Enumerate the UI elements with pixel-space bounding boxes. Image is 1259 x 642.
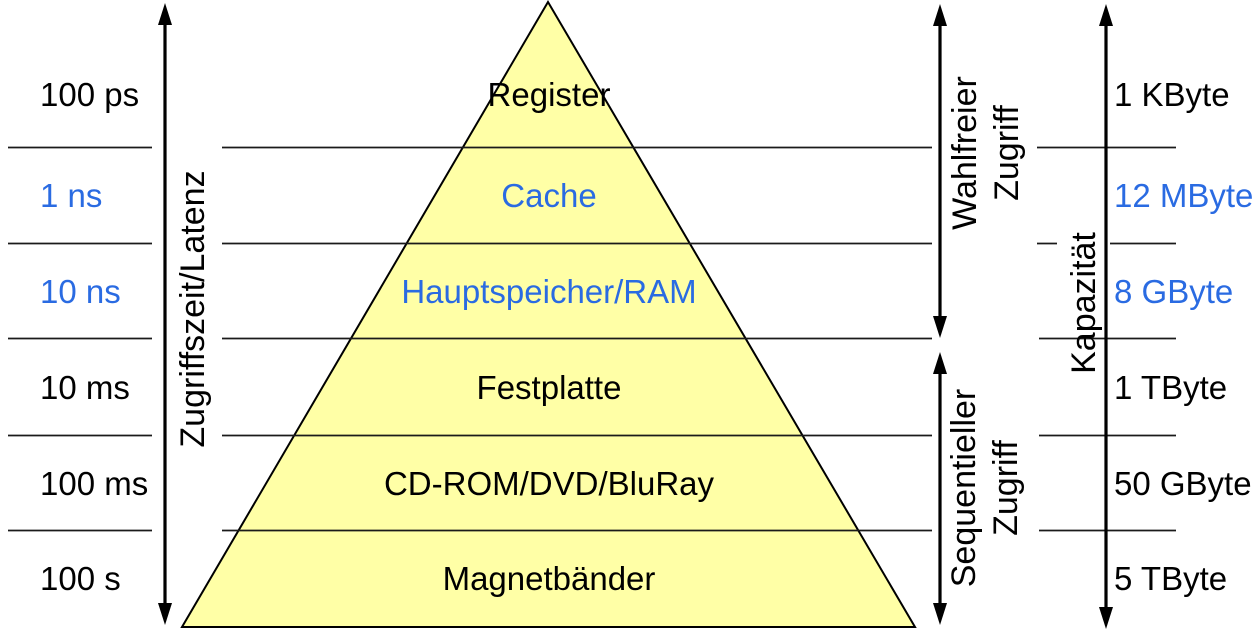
level-name: Hauptspeicher/RAM [401,273,697,310]
latency-label: 100 ms [40,465,149,502]
level-name: Register [487,76,611,113]
sequential-access-label-line1: Sequentieller [945,388,983,588]
sequential-access-label-line2: Zugriff [987,440,1025,536]
capacity-label: 12 MByte [1114,177,1254,214]
capacity-label: 8 GByte [1114,273,1234,310]
latency-label: 10 ms [40,369,130,406]
level-name: Cache [501,177,597,214]
level-name: CD-ROM/DVD/BluRay [383,465,715,502]
capacity-label: 1 TByte [1114,369,1228,406]
sequential-access-label: Sequentieller Zugriff [943,389,1027,587]
latency-label: 100 ps [40,76,140,113]
capacity-label: 50 GByte [1114,465,1252,502]
latency-axis-label: Zugriffszeit/Latenz [174,170,212,448]
capacity-label: 5 TByte [1114,560,1228,597]
latency-label: 100 s [40,560,121,597]
random-access-label: Wahlfreier Zugriff [944,76,1028,230]
latency-label: 10 ns [40,273,121,310]
level-name: Festplatte [476,369,622,406]
latency-label: 1 ns [40,177,103,214]
latency-axis-arrow [158,3,172,625]
capacity-axis-arrow [1099,4,1113,629]
sequential-access-arrow [933,352,947,625]
capacity-label: 1 KByte [1114,76,1230,113]
random-access-label-line1: Wahlfreier [946,76,984,230]
level-name: Magnetbänder [442,560,656,597]
pyramid-shape [180,0,917,628]
capacity-axis-label: Kapazität [1065,232,1103,374]
random-access-arrow [933,4,947,338]
random-access-label-line2: Zugriff [988,105,1026,201]
